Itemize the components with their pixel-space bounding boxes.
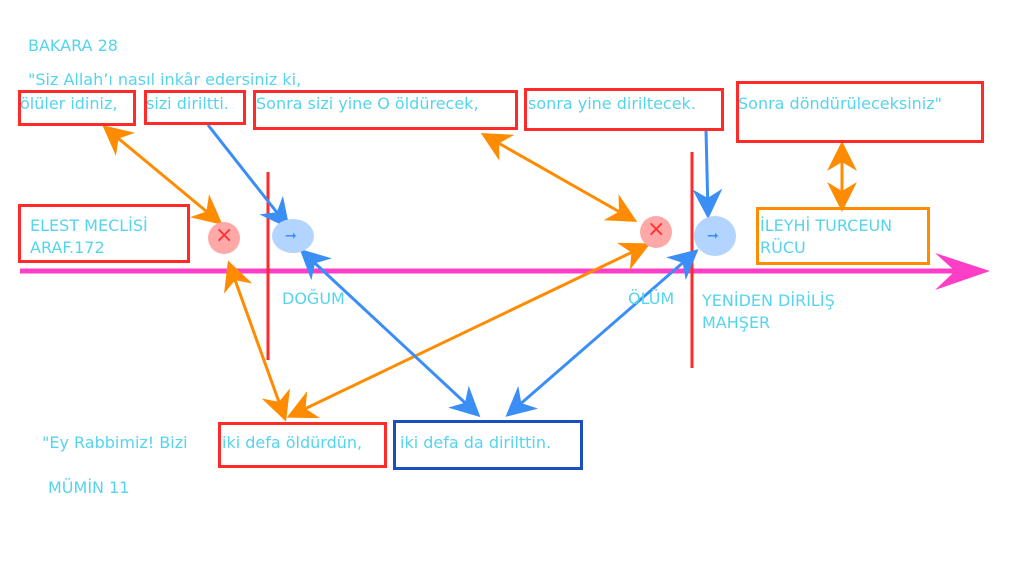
arrow [224, 260, 290, 422]
death-circle-2 [640, 216, 672, 248]
verse-reference-top: BAKARA 28 [28, 36, 118, 55]
segment-text: iki defa öldürdün, [222, 433, 363, 452]
death-label: ÖLÜM [628, 289, 675, 308]
segment-text: iki defa da dirilttin. [400, 433, 552, 452]
segment-box [524, 88, 724, 131]
arrow-right-icon: ➞ [285, 228, 297, 244]
return-label: İLEYHİ TURCEUN [760, 216, 893, 235]
arrow [692, 129, 723, 219]
death-circle-1 [208, 222, 240, 254]
elest-label: ELEST MECLİSİ [30, 216, 148, 235]
timeline-arrowhead [935, 253, 990, 290]
arrow [299, 248, 481, 418]
verse-bottom-prefix: "Ey Rabbimiz! Bizi [42, 433, 188, 452]
segment-box [736, 81, 984, 143]
segment-box [144, 90, 246, 125]
segment-box [18, 90, 136, 126]
verse-reference-bottom: MÜMİN 11 [48, 478, 130, 497]
segment-box [253, 90, 518, 130]
birth-label: DOĞUM [282, 289, 345, 308]
segment-text: Sonra sizi yine O öldürecek, [256, 94, 479, 113]
segment-box [393, 420, 583, 470]
segment-text: Sonra döndürüleceksiniz" [738, 94, 942, 113]
arrow [480, 133, 638, 222]
elest-box [18, 204, 190, 263]
segment-text: sonra yine diriltecek. [528, 94, 696, 113]
resurrection-label: YENİDEN DİRİLİŞ [702, 291, 835, 310]
arrow [102, 125, 223, 225]
elest-ref: ARAF.172 [30, 238, 105, 257]
arrow [505, 249, 699, 417]
x-icon: × [215, 223, 234, 248]
segment-text: ölüler idiniz, [20, 94, 118, 113]
segment-text: sizi diriltti. [146, 94, 229, 113]
x-icon: × [647, 217, 666, 242]
life-circle-2 [694, 216, 736, 256]
return-label-2: RÜCU [760, 238, 806, 257]
segment-box [218, 422, 387, 468]
verse-line1: "Siz Allah’ı nasıl inkâr edersiniz ki, [28, 70, 302, 89]
arrow [206, 124, 290, 229]
arrow-right-icon: ➞ [707, 228, 719, 244]
life-circle-1 [272, 219, 314, 253]
mahsher-label: MAHŞER [702, 313, 771, 332]
return-box [756, 207, 930, 265]
